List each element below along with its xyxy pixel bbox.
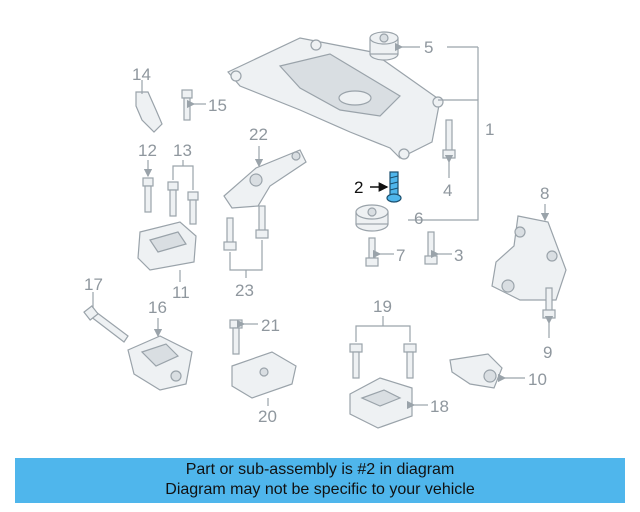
bolt-21 <box>229 319 243 355</box>
callout-15: 15 <box>208 96 227 115</box>
callout-3: 3 <box>454 246 463 265</box>
callout-10: 10 <box>528 370 547 389</box>
mount-16 <box>127 335 193 391</box>
bolt-highlighted <box>386 171 402 203</box>
mount-11 <box>137 221 197 271</box>
callout-2: 2 <box>354 178 363 197</box>
mount-18 <box>349 377 413 429</box>
info-banner: Part or sub-assembly is #2 in diagram Di… <box>15 458 625 503</box>
bolt-13a <box>167 181 179 217</box>
callout-21: 21 <box>261 316 280 335</box>
bolt-23a <box>223 217 237 251</box>
callout-22: 22 <box>249 125 268 144</box>
bolt-7 <box>365 237 379 267</box>
callout-4: 4 <box>443 181 452 200</box>
bracket-8 <box>491 215 567 301</box>
callout-18: 18 <box>430 397 449 416</box>
callout-19: 19 <box>373 297 392 316</box>
bolt-19a <box>349 343 363 379</box>
callout-13: 13 <box>173 141 192 160</box>
callout-16: 16 <box>148 298 167 317</box>
bolt-3 <box>424 231 438 265</box>
bolt-12 <box>142 177 154 213</box>
bracket-14 <box>135 91 163 133</box>
banner-line-2: Diagram may not be specific to your vehi… <box>165 481 475 498</box>
bolt-4 <box>442 119 456 159</box>
callout-11: 11 <box>172 283 190 302</box>
callout-9: 9 <box>543 343 552 362</box>
callout-5: 5 <box>424 38 433 57</box>
parts-diagram: 1 2 3 4 5 6 7 8 9 10 11 12 13 14 15 16 1… <box>83 31 567 429</box>
banner-line-1: Part or sub-assembly is #2 in diagram <box>185 461 455 478</box>
bolt-15 <box>181 89 193 121</box>
callout-8: 8 <box>540 184 549 203</box>
subframe <box>227 37 444 160</box>
callout-12: 12 <box>138 141 157 160</box>
callout-1: 1 <box>485 120 494 139</box>
callout-14: 14 <box>132 65 151 84</box>
callout-20: 20 <box>258 407 277 426</box>
bolt-19b <box>403 343 417 379</box>
callout-6: 6 <box>414 209 423 228</box>
bolt-23b <box>255 205 269 239</box>
callout-17: 17 <box>84 275 103 294</box>
bushing-6 <box>355 204 389 232</box>
mount-arm-22 <box>223 149 307 209</box>
bushing-top <box>369 31 399 61</box>
bolt-17 <box>83 305 129 343</box>
mount-20 <box>231 351 297 399</box>
callout-23: 23 <box>235 281 254 300</box>
bracket-10 <box>449 353 503 389</box>
bolt-9 <box>542 287 556 319</box>
callout-7: 7 <box>396 246 405 265</box>
bolt-13b <box>187 191 199 225</box>
